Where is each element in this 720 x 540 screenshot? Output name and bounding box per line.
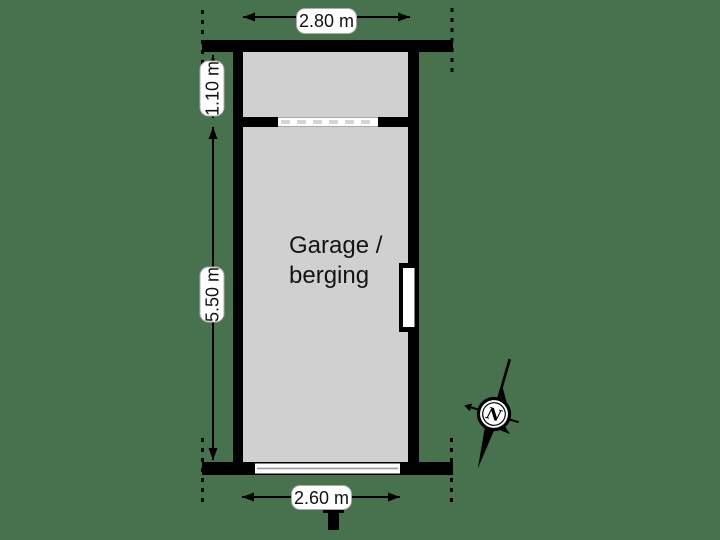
garage-door [255,463,400,474]
entry-door-leaf [403,268,415,327]
dim-arrow-top-right [398,12,410,22]
entry-door [399,263,419,332]
drain-marker-stem [328,513,339,530]
compass-inner-ring [482,402,506,426]
dim-arrow-top-left [243,12,255,22]
compass-icon: N [464,358,519,469]
compass-west-tick [470,406,478,411]
dimension-label-top-width: 2.80 m [296,8,357,34]
divider-opening-bottom-edge [278,126,378,127]
dim-arrow-main-top [208,127,218,139]
room-name: Garage / berging [289,231,382,291]
dimension-label-bottom-width: 2.60 m [291,485,352,510]
left-wall [233,40,243,475]
compass-north-line [496,358,511,401]
dim-arrow-main-bottom [208,448,218,460]
divider-opening-top-edge [278,117,378,118]
dim-arrow-bottom-left [242,492,254,502]
room-name-line1: Garage / [289,232,383,259]
room-name-line2: berging [289,262,370,289]
compass-north-label: N [483,403,505,426]
top-wall [202,40,453,52]
compass-south-needle [477,424,496,469]
divider-wall-right [378,117,408,127]
compass-east-tick [508,418,519,424]
dim-arrow-bottom-right [388,492,400,502]
compass-west-point [464,403,473,412]
divider-opening [278,117,378,127]
divider-wall [243,117,408,127]
dimension-label-main-height: 5.50 m [199,266,224,322]
dimension-label-upper-height: 1.10 m [199,60,225,116]
garage-door-line [257,467,398,470]
divider-wall-left [243,117,278,127]
right-wall [408,40,419,475]
